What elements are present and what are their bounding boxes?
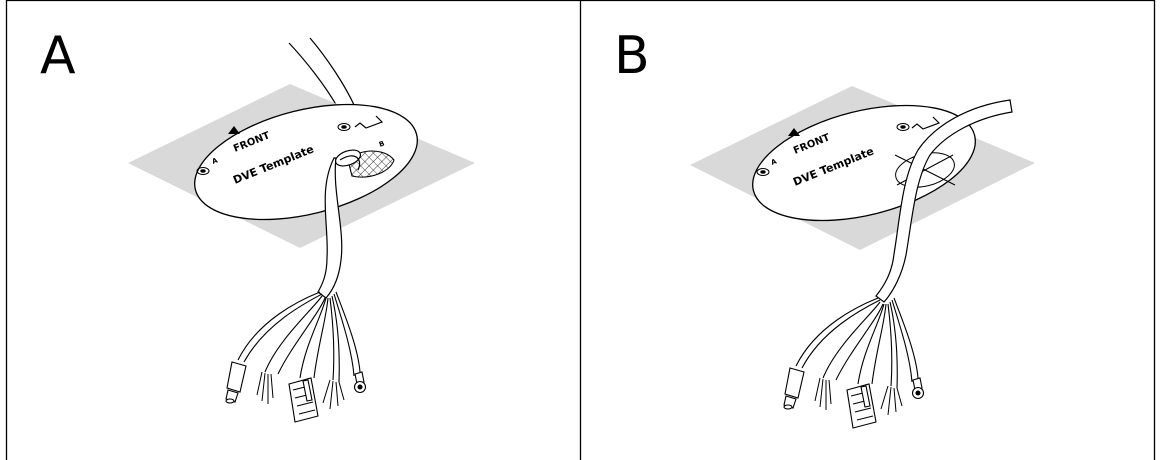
screw-holes-b (756, 123, 910, 176)
hole-label-b-a: B (378, 140, 386, 149)
template-disc-a (194, 103, 418, 221)
dc-plug-a (225, 361, 247, 404)
rj45-connector-b (846, 383, 877, 429)
front-arrow-b (788, 128, 800, 136)
cable-a (317, 149, 362, 299)
screw-holes-a (196, 123, 351, 175)
cable-b (875, 99, 1013, 303)
template-notch-b (911, 116, 941, 130)
panel-a: A B A FRONT DVE Template (40, 26, 475, 423)
ring-terminal-a (353, 371, 367, 394)
hole-label-a-b: A (770, 157, 778, 167)
ring-terminal-b (911, 377, 925, 400)
wire-bundle-b (795, 297, 919, 389)
panel-b: B A FRONT DVE Template (614, 26, 1035, 429)
dc-plug-b (783, 367, 805, 410)
stripped-wires-right-a (322, 379, 345, 410)
panel-frames (5, 0, 1156, 460)
stripped-wires-left-b (814, 377, 832, 410)
template-notch-a (354, 115, 384, 129)
front-arrow-a (228, 126, 240, 134)
stripped-wires-left-a (256, 371, 274, 404)
incoming-cable-a (288, 37, 356, 109)
panel-a-letter: A (40, 26, 76, 86)
stripped-wires-right-b (880, 385, 903, 416)
template-disc-b (752, 104, 976, 222)
hole-label-a-a: A (211, 156, 219, 166)
wire-bundle-a (237, 291, 361, 383)
rj45-connector-a (288, 377, 319, 423)
panel-b-letter: B (614, 26, 650, 86)
